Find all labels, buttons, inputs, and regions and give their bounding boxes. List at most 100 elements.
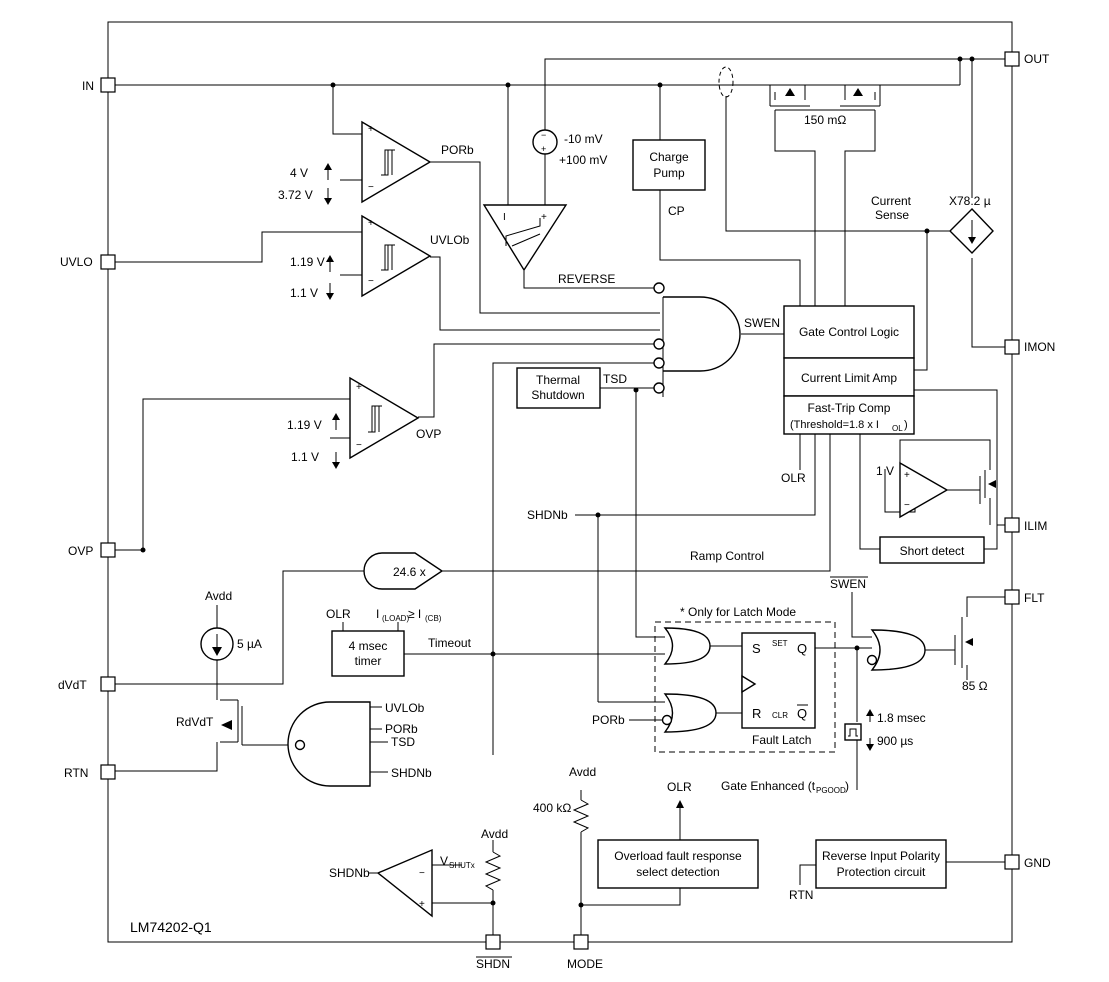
olr-mode-label: OLR [667,780,692,794]
svg-text:−: − [356,440,362,451]
avdd-shdn-label: Avdd [481,827,508,841]
svg-text:Current Limit Amp: Current Limit Amp [801,371,897,385]
avdd-mode-label: Avdd [569,765,596,779]
nand-in-uvlob: UVLOb [385,701,425,715]
svg-text:Short detect: Short detect [900,544,965,558]
arrow-up-icon [676,800,684,808]
uvlob-label: UVLOb [430,233,470,247]
gate-control-logic: Gate Control Logic [783,305,915,359]
pin-flt: FLT [1004,589,1045,605]
junctions [140,56,975,908]
shdnb-label: SHDNb [527,508,568,522]
ilim-amplifier: + − [899,461,949,519]
imon-gain-label: X78.2 µ [949,194,991,208]
svg-text:SHDN: SHDN [476,957,510,971]
rdvdt-fet [220,699,243,745]
pin-ilim: ILIM [1004,517,1047,533]
arrow-up-icon [332,413,340,430]
swen-and-gate [653,282,741,397]
svg-text:): ) [845,779,849,793]
svg-text:IN: IN [82,79,94,93]
rdvdt-label: RdVdT [176,715,214,729]
svg-text:): ) [904,419,908,431]
svg-text:RTN: RTN [64,766,88,780]
latch-mode-boundary [654,621,836,753]
pin-gnd: GND [1004,854,1051,870]
svg-text:Thermal: Thermal [536,373,580,387]
svg-text:CLR: CLR [772,711,788,720]
uvlo-comparator: + − [340,214,432,298]
flt-or-gate [866,629,926,671]
charge-pump-block: Charge Pump [632,139,706,191]
isrc-label: 5 µA [237,637,262,651]
svg-text:(Threshold=1.8 x I: (Threshold=1.8 x I [790,419,879,431]
svg-text:+: + [356,382,362,393]
svg-text:Reverse Input Polarity: Reverse Input Polarity [822,849,940,863]
svg-text:+: + [904,470,910,481]
reverse-polarity-block: Reverse Input Polarity Protection circui… [815,839,947,889]
svg-text:Fast-Trip Comp: Fast-Trip Comp [808,401,891,415]
arrow-down-icon [866,738,874,751]
pin-out: OUT [1004,51,1050,67]
pin-uvlo: UVLO [60,254,116,270]
pulse-icon [844,723,862,741]
pin-in: IN [82,77,116,93]
nand-in-tsd: TSD [391,735,415,749]
t-lo-label: 900 µs [877,734,913,748]
v-pos-label: +100 mV [559,153,607,167]
svg-text:4 msec: 4 msec [349,639,388,653]
pin-rtn: RTN [64,764,116,780]
one-v-label: 1 V [876,464,894,478]
gate-enhanced-label: Gate Enhanced (t [721,779,816,793]
imon-current-source [949,207,994,255]
svg-text:PGOOD: PGOOD [816,786,846,795]
svg-text:MODE: MODE [567,957,603,971]
short-detect-block: Short detect [879,536,985,564]
ovp-comparator: + − [330,376,420,460]
reverse-label: REVERSE [558,272,615,286]
svg-text:S: S [752,641,761,656]
svg-text:−: − [368,182,374,193]
iload-label: I [376,607,379,621]
svg-text:+: + [541,144,546,154]
arrow-down-icon [326,283,334,300]
svg-text:FLT: FLT [1024,591,1045,605]
current-limit-amp: Current Limit Amp [783,357,915,397]
swen-label: SWEN [744,316,780,330]
voltage-source: − + [532,129,558,155]
svg-text:+: + [541,212,547,223]
svg-text:timer: timer [355,654,382,668]
por-hi-label: 4 V [290,166,308,180]
resistor-400k [572,799,590,833]
por-lo-label: 3.72 V [278,188,313,202]
svg-text:OVP: OVP [68,544,93,558]
flt-res-label: 85 Ω [962,679,988,693]
power-fets: 150 mΩ [718,66,880,127]
arrow-up-icon [326,255,334,272]
svg-text:Overload fault response: Overload fault response [614,849,742,863]
svg-text:Protection circuit: Protection circuit [837,865,926,879]
timer-block: 4 msec timer [331,630,405,677]
svg-text:Gate Control Logic: Gate Control Logic [799,325,899,339]
svg-text:Q: Q [797,706,807,721]
svg-text:I: I [503,212,506,223]
fast-trip-comp: Fast-Trip Comp (Threshold=1.8 x I OL ) [783,395,915,435]
svg-text:−: − [541,130,546,140]
svg-text:150 mΩ: 150 mΩ [804,113,846,127]
ovp-out-label: OVP [416,427,441,441]
ramp-gain-amplifier: 24.6 x [363,552,444,590]
device-name: LM74202-Q1 [130,919,212,935]
reverse-comparator: I + [482,204,568,272]
ovp-hi-label: 1.19 V [287,418,322,432]
v-neg-label: -10 mV [564,132,603,146]
tsd-label: TSD [603,372,627,386]
svg-text:Shutdown: Shutdown [531,388,584,402]
svg-text:SET: SET [772,639,788,648]
fault-latch-block: S SET Q R CLR Q [741,632,816,729]
resistor-shdn [484,851,502,891]
t-hi-label: 1.8 msec [877,711,926,725]
current-source-5ua [200,627,234,661]
svg-text:R: R [752,706,761,721]
svg-text:Pump: Pump [653,166,685,180]
